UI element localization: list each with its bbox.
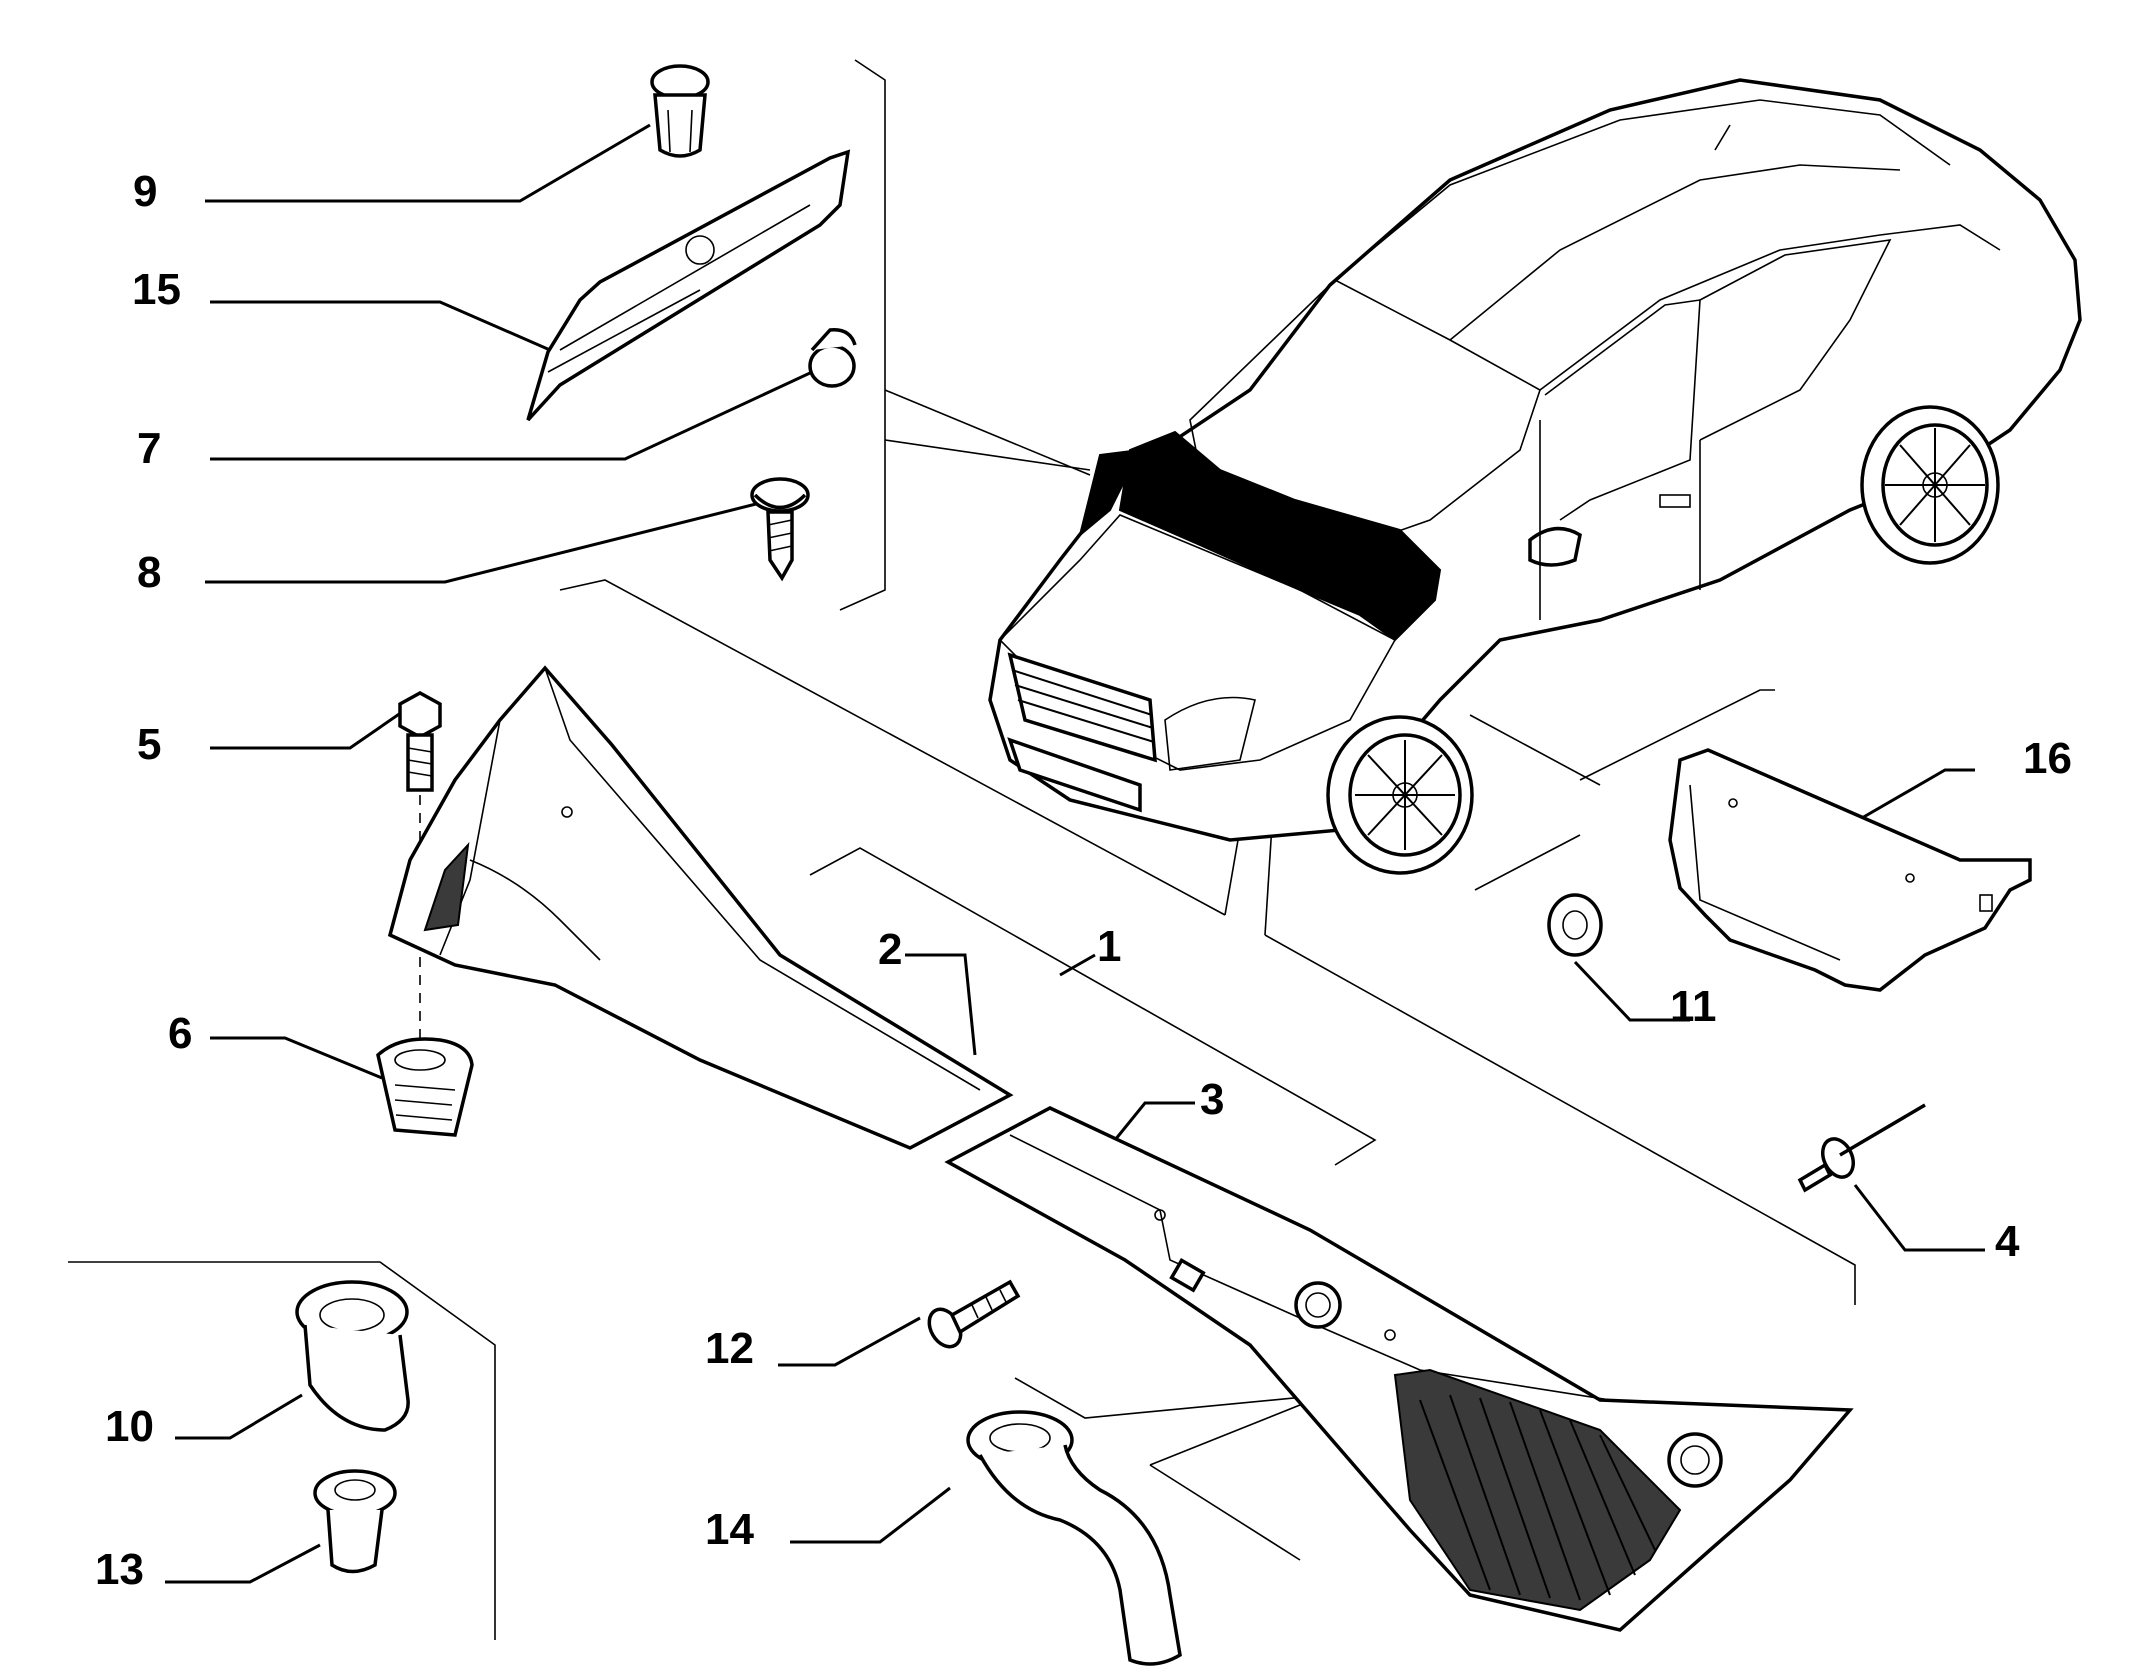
- callout-6: 6: [168, 1009, 193, 1058]
- callout-4: 4: [1995, 1217, 2020, 1266]
- part-15-cover: [526, 149, 851, 422]
- part-6-clip: [376, 1037, 474, 1137]
- part-13-clip: [313, 1469, 397, 1574]
- callout-12: 12: [705, 1324, 754, 1373]
- callout-3: 3: [1200, 1075, 1225, 1124]
- callout-2: 2: [878, 925, 903, 974]
- callout-14: 14: [705, 1505, 754, 1554]
- leader-lines: [165, 123, 1985, 1584]
- car-illustration: [988, 78, 2082, 875]
- callout-8: 8: [137, 548, 162, 597]
- part-10-drain: [295, 1280, 410, 1432]
- part-9-clip: [650, 64, 710, 158]
- part-2-left-cowl: [387, 665, 1014, 1150]
- callout-1: 1: [1097, 922, 1122, 971]
- part-8-screw: [750, 477, 810, 582]
- callout-10: 10: [105, 1402, 154, 1451]
- callout-16: 16: [2023, 734, 2072, 783]
- callout-13: 13: [95, 1545, 144, 1594]
- part-1-3-main-cowl: [944, 1106, 1854, 1632]
- callout-7: 7: [137, 424, 162, 473]
- part-4-rivet: [1797, 1103, 1926, 1193]
- callout-11: 11: [1670, 982, 1717, 1031]
- callout-15: 15: [132, 265, 181, 314]
- callout-5: 5: [137, 720, 162, 769]
- part-12-screw: [927, 1279, 1021, 1349]
- part-14-hose: [966, 1410, 1182, 1666]
- part-11-grommet: [1547, 893, 1603, 957]
- callout-9: 9: [133, 167, 158, 216]
- part-5-bolt: [398, 691, 442, 1040]
- part-7-cap: [808, 328, 857, 388]
- part-16-right-cover: [1668, 748, 2032, 992]
